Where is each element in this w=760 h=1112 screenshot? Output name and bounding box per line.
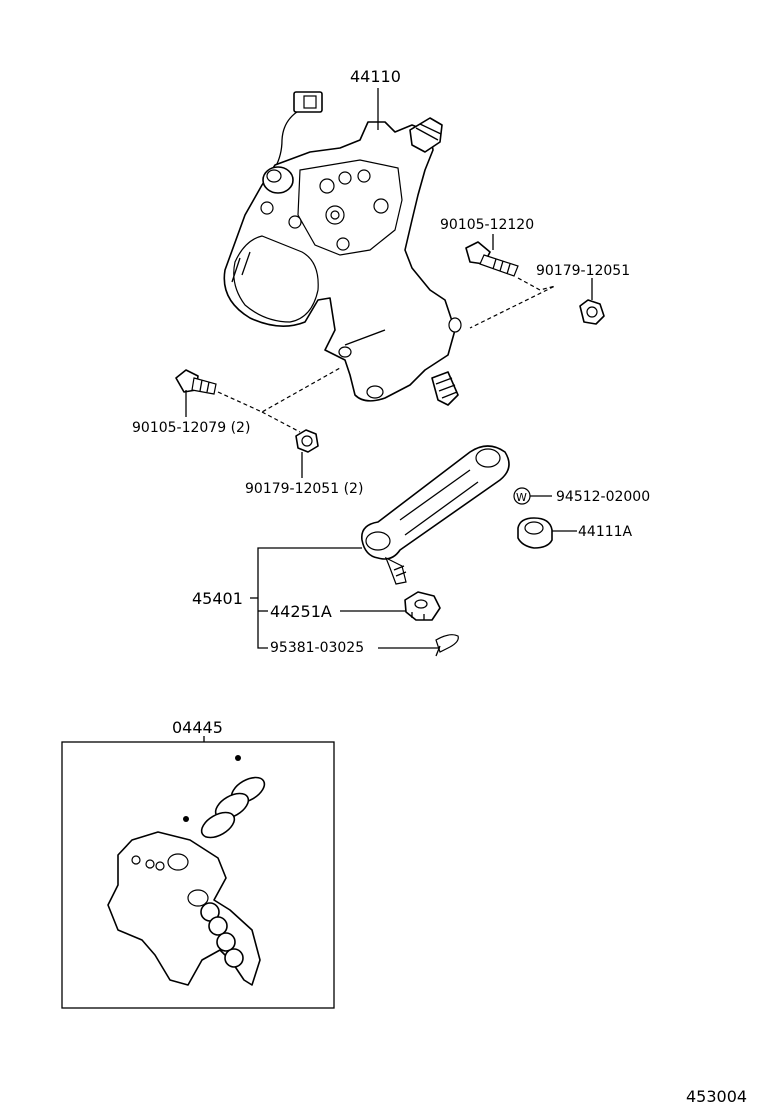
label-nut-lower: 90179-12051 (2) [245, 481, 363, 497]
bolt-icon [175, 369, 217, 395]
washer-icon: W [513, 487, 531, 505]
bolt-icon [465, 241, 519, 277]
gasket-kit-icon [107, 755, 266, 986]
label-gear-housing: 44110 [350, 67, 401, 86]
diagram-number: 453004 [686, 1087, 747, 1106]
cotter-pin-icon [435, 634, 459, 657]
label-bolt-upper: 90105-12120 [440, 217, 534, 233]
label-pitman-arm-assy: 45401 [192, 589, 243, 608]
label-nut-arm: 44111A [578, 524, 633, 540]
nut-icon [295, 429, 319, 453]
nut-icon [579, 299, 605, 325]
washer-symbol: W [516, 491, 527, 504]
label-nut-upper: 90179-12051 [536, 263, 630, 279]
label-cotter-pin: 95381-03025 [270, 640, 364, 656]
pitman-arm-icon [361, 445, 510, 585]
steering-gear-icon [223, 91, 462, 406]
label-bolt-lower: 90105-12079 (2) [132, 420, 250, 436]
label-gasket-kit: 04445 [172, 718, 223, 737]
nut-icon [404, 591, 441, 621]
nut-icon [517, 517, 553, 549]
label-castle-nut: 44251A [270, 602, 332, 621]
label-washer: 94512-02000 [556, 489, 650, 505]
gasket-kit-box [61, 741, 335, 1009]
